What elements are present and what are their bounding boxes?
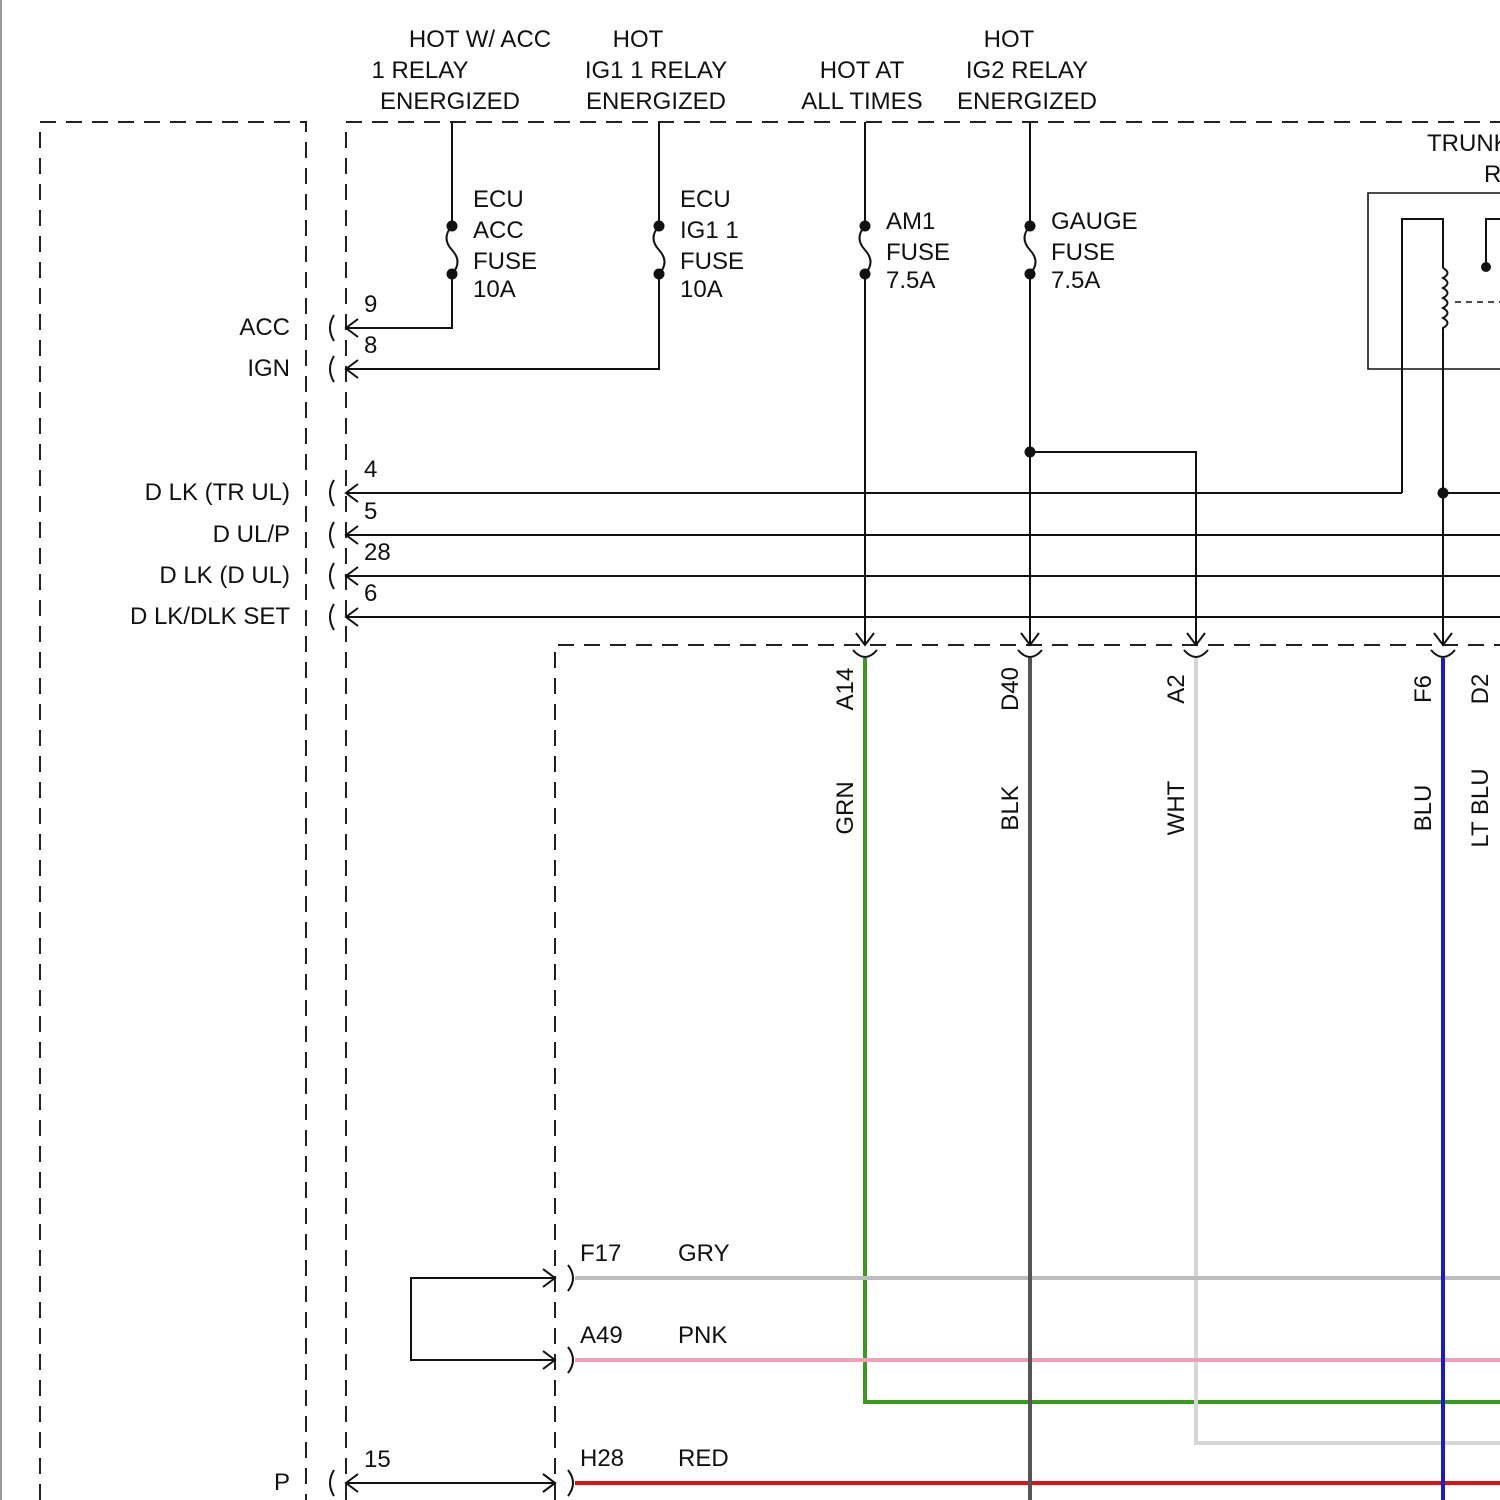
ecu-signal-wires xyxy=(346,493,1500,617)
connector-cavity-icon xyxy=(330,522,334,548)
ecu-pin-4: D LK (TR UL) 4 xyxy=(145,456,378,506)
ecu-acc-fuse-label-2: ACC xyxy=(473,217,524,244)
ecu-acc-fuse-symbol xyxy=(447,226,458,274)
connector-cavity-icon xyxy=(568,1470,573,1496)
wire-color-label: RED xyxy=(678,1445,729,1472)
wire-color-label: BLK xyxy=(997,785,1024,830)
f17-a49-jumper xyxy=(411,1278,555,1360)
ig1-relay-label-3: ENERGIZED xyxy=(586,88,726,115)
harness-pin-label: F17 xyxy=(580,1240,621,1267)
harness-wire-A49: A49 PNK xyxy=(543,1322,1500,1373)
harness-wire-H28: H28 RED xyxy=(543,1445,1500,1496)
connector-cavity-icon xyxy=(1018,650,1042,657)
ig2-relay-label-3: ENERGIZED xyxy=(957,88,1097,115)
ecu-ig1-fuse-label-1: ECU xyxy=(680,186,731,213)
harness-wire-F17: F17 GRY xyxy=(543,1240,1500,1291)
connector-cavity-icon xyxy=(1431,650,1455,657)
ecu-pin-15: P 15 xyxy=(274,1446,391,1496)
relay-coil xyxy=(1443,268,1448,338)
junction-pin-label: D2 xyxy=(1467,674,1494,705)
ecu-ig1-fuse-rating: 10A xyxy=(680,276,723,303)
trunk-relay-label-1: TRUNK xyxy=(1427,130,1500,157)
connector-cavity-icon xyxy=(330,604,334,630)
wire-color-label: LT BLU xyxy=(1467,768,1494,847)
ig1-relay-label-2: IG1 1 RELAY xyxy=(585,57,727,84)
ecu-ig1-fuse-label-2: IG1 1 xyxy=(680,217,739,244)
ecu-pin-label: D UL/P xyxy=(213,521,290,548)
connector-cavity-icon xyxy=(1184,650,1208,657)
gauge-fuse-symbol xyxy=(1025,226,1036,274)
wire-color-label: WHT xyxy=(1163,780,1190,835)
ecu-pin-9: ACC 9 xyxy=(239,291,377,341)
trunk-relay-label-2: R xyxy=(1484,161,1500,188)
harness-pin-label: A49 xyxy=(580,1322,623,1349)
connector-cavity-icon xyxy=(568,1265,573,1291)
acc-relay-label-3: ENERGIZED xyxy=(380,88,520,115)
am1-fuse-rating: 7.5A xyxy=(886,267,935,294)
am1-fuse-label-2: FUSE xyxy=(886,239,950,266)
harness-pin-label: H28 xyxy=(580,1445,624,1472)
ecu-pin-label: P xyxy=(274,1469,290,1496)
fuse-labels: ECU ACC FUSE 10A ECU IG1 1 FUSE 10A AM1 … xyxy=(473,186,1138,303)
gauge-fuse-label-1: GAUGE xyxy=(1051,208,1138,235)
am1-fuse-label-1: AM1 xyxy=(886,208,935,235)
connector-cavity-icon xyxy=(330,315,334,341)
ecu-ig1-fuse-label-3: FUSE xyxy=(680,248,744,275)
connector-cavity-icon xyxy=(330,1470,334,1496)
ig2-relay-label-2: IG2 RELAY xyxy=(966,57,1088,84)
connector-cavity-icon xyxy=(568,1347,573,1373)
trunk-relay: TRUNK R xyxy=(1368,130,1500,493)
gauge-fuse-rating: 7.5A xyxy=(1051,267,1100,294)
connector-cavity-icon xyxy=(330,480,334,506)
ecu-pin-label: ACC xyxy=(239,314,290,341)
acc-relay-label-2: 1 RELAY xyxy=(372,57,469,84)
ecu-pin-number: 28 xyxy=(364,539,391,566)
junction-pin-A14: A14GRN xyxy=(832,633,877,835)
junction-pin-label: F6 xyxy=(1410,675,1437,703)
ecu-pin-label: D LK (TR UL) xyxy=(145,479,290,506)
grn-wire xyxy=(865,658,1500,1402)
wire-color-label: GRN xyxy=(832,781,859,834)
all-times-label-2: ALL TIMES xyxy=(801,88,922,115)
ig1-relay-label-1: HOT xyxy=(613,26,664,53)
junction-pin-A2: A2WHT xyxy=(1163,633,1208,835)
ecu-acc-fuse-label-3: FUSE xyxy=(473,248,537,275)
source-labels: HOT W/ ACC 1 RELAY ENERGIZED HOT IG1 1 R… xyxy=(372,26,1097,115)
junction-pin-label: A2 xyxy=(1163,674,1190,703)
gauge-fuse-label-2: FUSE xyxy=(1051,239,1115,266)
ecu-pin-number: 5 xyxy=(364,498,377,525)
acc-relay-label-1: HOT W/ ACC xyxy=(409,26,551,53)
ig2-relay-label-1: HOT xyxy=(984,26,1035,53)
ecu-pin-number: 9 xyxy=(364,291,377,318)
connector-cavity-icon xyxy=(853,650,877,657)
ecu-acc-fuse-label-1: ECU xyxy=(473,186,524,213)
ecu-pin-number: 4 xyxy=(364,456,377,483)
ecu-pin-label: IGN xyxy=(247,355,290,382)
ecu-ig1-fuse-symbol xyxy=(654,226,665,274)
junction-pin-label: D40 xyxy=(997,667,1024,711)
wire-color-label: GRY xyxy=(678,1240,730,1267)
all-times-label-1: HOT AT xyxy=(820,57,905,84)
wire-color-label: BLU xyxy=(1410,785,1437,832)
wire-color-label: PNK xyxy=(678,1322,727,1349)
connector-cavity-icon xyxy=(330,563,334,589)
junction-pin-D2: D2 LT BLU xyxy=(1467,674,1494,848)
ecu-pin-label: D LK (D UL) xyxy=(159,562,290,589)
ecu-pin-label: D LK/DLK SET xyxy=(130,603,290,630)
ecu-acc-fuse-rating: 10A xyxy=(473,276,516,303)
ecu-pin-number: 8 xyxy=(364,332,377,359)
ecu-pin-number: 15 xyxy=(364,1446,391,1473)
ecu-pin-number: 6 xyxy=(364,580,377,607)
am1-fuse-symbol xyxy=(860,226,871,274)
junction-pin-label: A14 xyxy=(832,668,859,711)
wht-wire xyxy=(1196,658,1500,1443)
connector-cavity-icon xyxy=(330,356,334,382)
